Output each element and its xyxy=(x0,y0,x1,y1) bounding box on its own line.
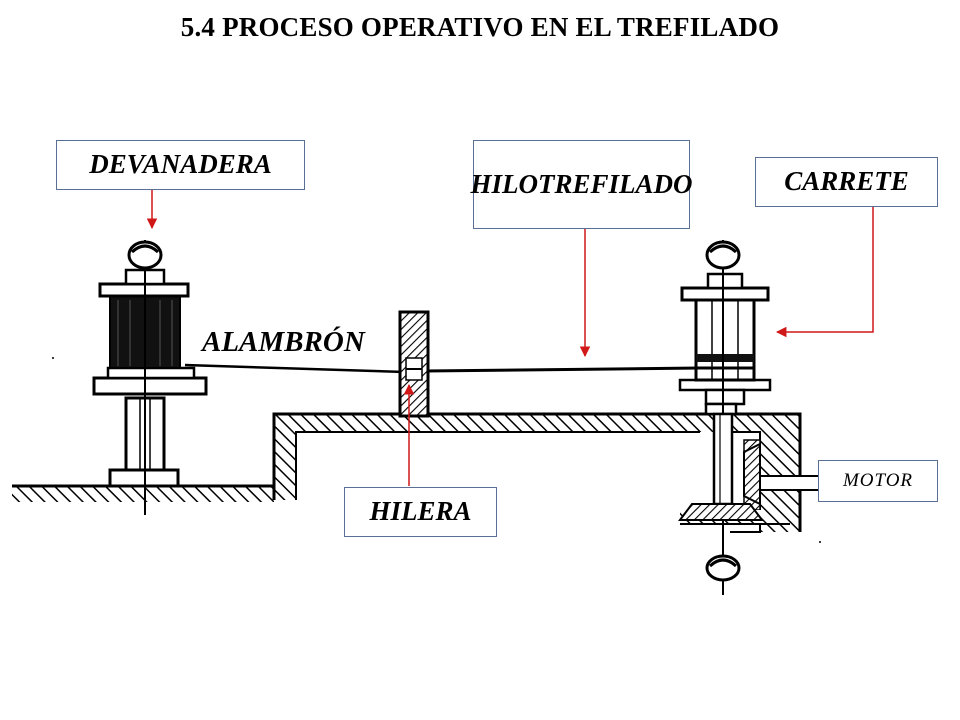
ground-left xyxy=(12,484,274,502)
devanadera-reel xyxy=(92,240,208,515)
hilo-trefilado-label: HILO TREFILADO xyxy=(470,140,693,229)
hilera-die xyxy=(398,310,430,418)
carrete-label: CARRETE xyxy=(755,157,938,207)
wire xyxy=(184,363,701,374)
hilera-label: HILERA xyxy=(344,487,497,537)
carrete-reel xyxy=(678,240,772,595)
devanadera-label: DEVANADERA xyxy=(56,140,305,190)
alambron-label: ALAMBRÓN xyxy=(202,326,365,358)
slide-title: 5.4 PROCESO OPERATIVO EN EL TREFILADO xyxy=(180,12,780,42)
hilo-trefilado-line-2: TREFILADO xyxy=(537,168,693,199)
hilo-trefilado-line-1: HILO xyxy=(470,168,538,199)
pointer-arrows xyxy=(146,190,874,486)
carrete-pointer xyxy=(775,207,874,338)
motor-label: MOTOR xyxy=(818,460,938,502)
